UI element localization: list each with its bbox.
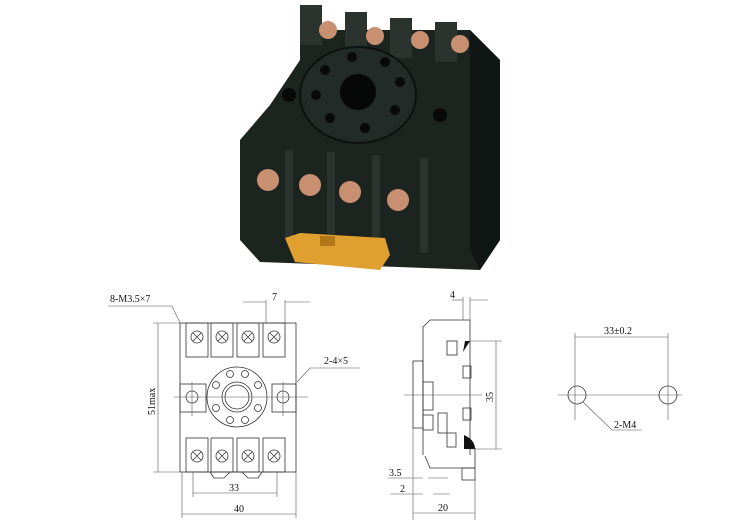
hole-spacing-tolerance-label: 33±0.2 bbox=[604, 326, 632, 337]
top-offset-label: 4 bbox=[450, 290, 455, 301]
depth-label: 20 bbox=[438, 503, 448, 514]
front-view-drawing bbox=[108, 300, 360, 518]
rail-height-label: 35 bbox=[485, 392, 496, 402]
terminal-pitch-label: 7 bbox=[272, 292, 277, 303]
dim-b-label: 2 bbox=[400, 484, 405, 495]
relay-socket-photo bbox=[240, 5, 500, 270]
mounting-hole-label: 2-M4 bbox=[614, 420, 636, 431]
mount-hole-label: 2-4×5 bbox=[324, 356, 348, 367]
screw-spec-label: 8-M3.5×7 bbox=[110, 294, 150, 305]
hole-spacing-label: 33 bbox=[229, 483, 239, 494]
mounting-hole-drawing bbox=[558, 333, 682, 431]
dim-a-label: 3.5 bbox=[389, 468, 402, 479]
height-label: 51max bbox=[147, 388, 158, 415]
width-label: 40 bbox=[234, 504, 244, 515]
side-view-drawing bbox=[388, 297, 502, 520]
